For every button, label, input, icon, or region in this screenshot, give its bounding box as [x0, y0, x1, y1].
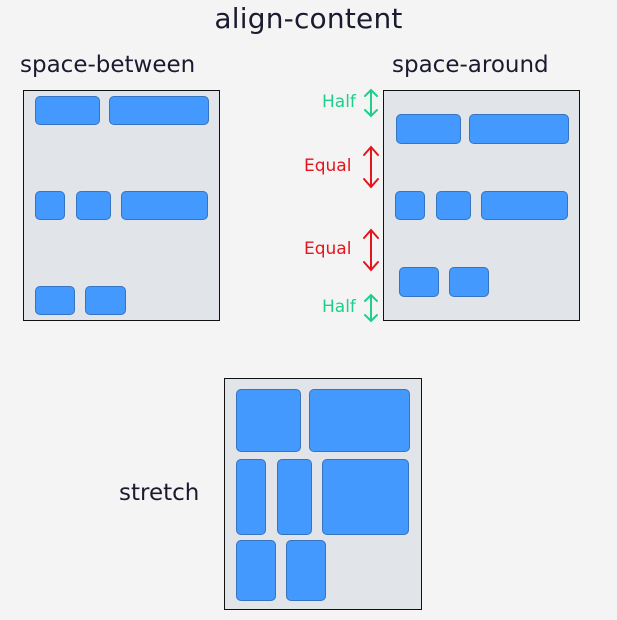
flex-item	[236, 540, 276, 601]
half-top-label: Half	[322, 92, 356, 112]
double-headed-vertical-arrow-icon	[363, 145, 379, 189]
flex-item	[309, 389, 410, 452]
flex-item	[121, 191, 208, 220]
double-headed-vertical-arrow-icon	[364, 293, 378, 323]
double-headed-vertical-arrow-icon	[363, 228, 379, 272]
stretch-label: stretch	[119, 480, 200, 506]
space-around-label: space-around	[392, 52, 549, 78]
flex-item	[286, 540, 326, 601]
flex-item	[85, 286, 126, 315]
flex-item	[399, 267, 439, 297]
flex-item	[236, 389, 301, 452]
double-headed-vertical-arrow-icon	[364, 88, 378, 118]
equal-label: Equal	[304, 156, 352, 176]
flex-item	[481, 191, 568, 220]
flex-item	[395, 191, 425, 220]
flex-item	[35, 286, 75, 315]
flex-item	[277, 459, 312, 535]
half-bottom-label: Half	[322, 297, 356, 317]
flex-item	[436, 191, 471, 220]
flex-item	[35, 191, 65, 220]
flex-item	[322, 459, 409, 535]
flex-item	[449, 267, 489, 297]
flex-item	[109, 96, 209, 125]
equal-label: Equal	[304, 239, 352, 259]
flex-item	[469, 114, 569, 144]
space-around-container	[383, 90, 580, 321]
flex-item	[76, 191, 111, 220]
space-between-container	[23, 90, 220, 321]
stretch-container	[224, 378, 422, 610]
flex-item	[396, 114, 461, 144]
flex-item	[236, 459, 266, 535]
diagram-title: align-content	[214, 2, 403, 35]
flex-item	[35, 96, 100, 125]
space-between-label: space-between	[20, 52, 196, 78]
